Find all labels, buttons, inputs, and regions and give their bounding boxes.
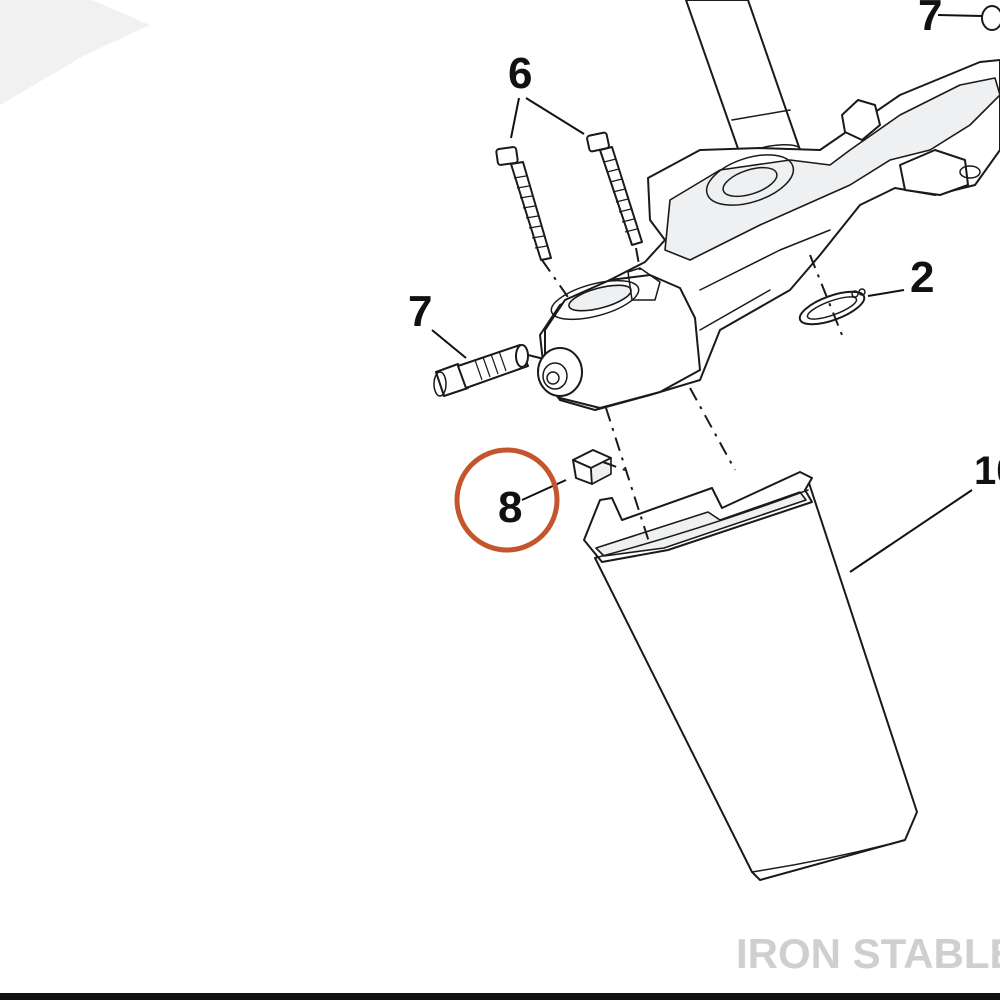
callout-8: 8 bbox=[498, 483, 522, 532]
top-right-bolt-fragment bbox=[937, 5, 1000, 31]
assembly-axis-lines bbox=[527, 247, 843, 546]
highlight-circle bbox=[454, 447, 560, 553]
snap-ring bbox=[798, 288, 866, 326]
pinch-bolt bbox=[433, 344, 529, 397]
square-nut bbox=[572, 449, 612, 485]
socket-head-screw-right bbox=[586, 131, 643, 246]
bottom-border-bar bbox=[0, 993, 1000, 1000]
triple-clamp-bracket bbox=[537, 59, 1000, 411]
callout-10: 10 bbox=[974, 449, 1000, 493]
callout-6: 6 bbox=[508, 49, 532, 98]
watermark-text: IRON STABLE bbox=[736, 930, 1000, 977]
callout-leaders bbox=[431, 97, 973, 573]
fork-slider-cover bbox=[583, 471, 918, 881]
callout-2: 2 bbox=[910, 253, 934, 302]
callout-7-left: 7 bbox=[408, 287, 432, 336]
callout-7-top-right: 7 bbox=[918, 0, 942, 40]
socket-head-screw-left bbox=[495, 146, 552, 261]
background-logo-fragment bbox=[0, 0, 150, 105]
fork-stem-tube bbox=[685, 0, 802, 167]
